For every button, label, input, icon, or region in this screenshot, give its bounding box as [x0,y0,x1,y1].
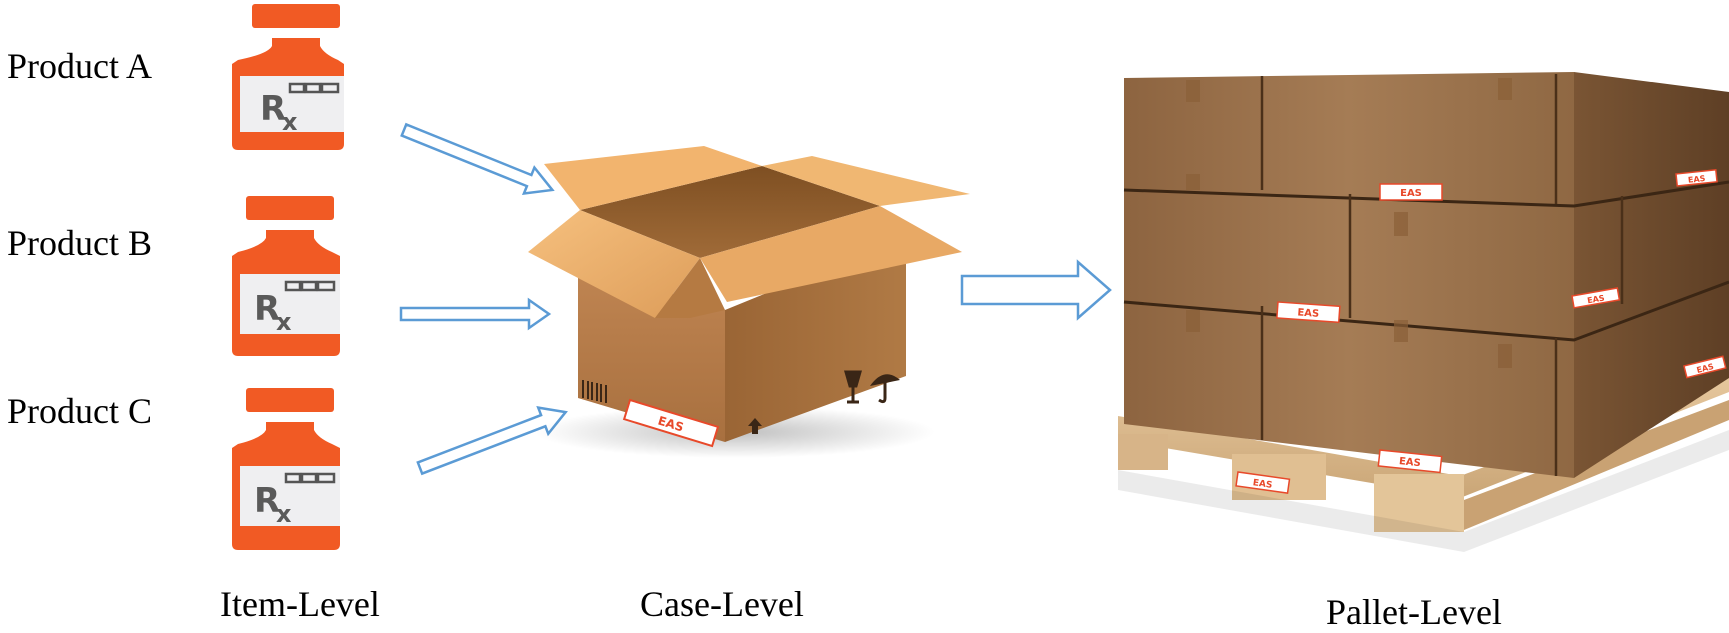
pallet-eas-tag: EAS [1380,184,1442,200]
rx-symbol-sub: x [282,108,298,136]
product-c-bottle-icon: R x [232,388,340,550]
item-level-label: Item-Level [220,586,380,622]
svg-text:EAS: EAS [1398,456,1421,469]
pallet-of-boxes-icon: EAS EAS EAS EAS EAS EAS EAS [1118,72,1729,552]
rx-symbol-sub: x [276,500,292,528]
product-a-bottle-icon: R x [232,4,344,150]
arrow-product-b-to-case [401,300,549,328]
arrow-product-a-to-case [399,117,558,203]
pallet-block-left [1118,434,1168,470]
svg-text:EAS: EAS [1297,307,1319,319]
product-a-label: Product A [7,48,152,84]
product-c-label: Product C [7,393,152,429]
arrow-case-to-pallet [962,262,1110,318]
pallet-eas-tag: EAS [1277,302,1340,322]
bottle-cap [246,196,334,220]
svg-text:EAS: EAS [1400,188,1422,199]
rx-symbol-sub: x [276,308,292,336]
case-level-label: Case-Level [640,586,804,622]
product-b-label: Product B [7,225,152,261]
product-b-bottle-icon: R x [232,196,340,356]
svg-text:EAS: EAS [1688,174,1707,185]
bottle-cap [246,388,334,412]
open-case-box-icon: EAS [528,146,970,458]
pallet-level-label: Pallet-Level [1326,594,1502,630]
bottle-cap [252,4,340,28]
